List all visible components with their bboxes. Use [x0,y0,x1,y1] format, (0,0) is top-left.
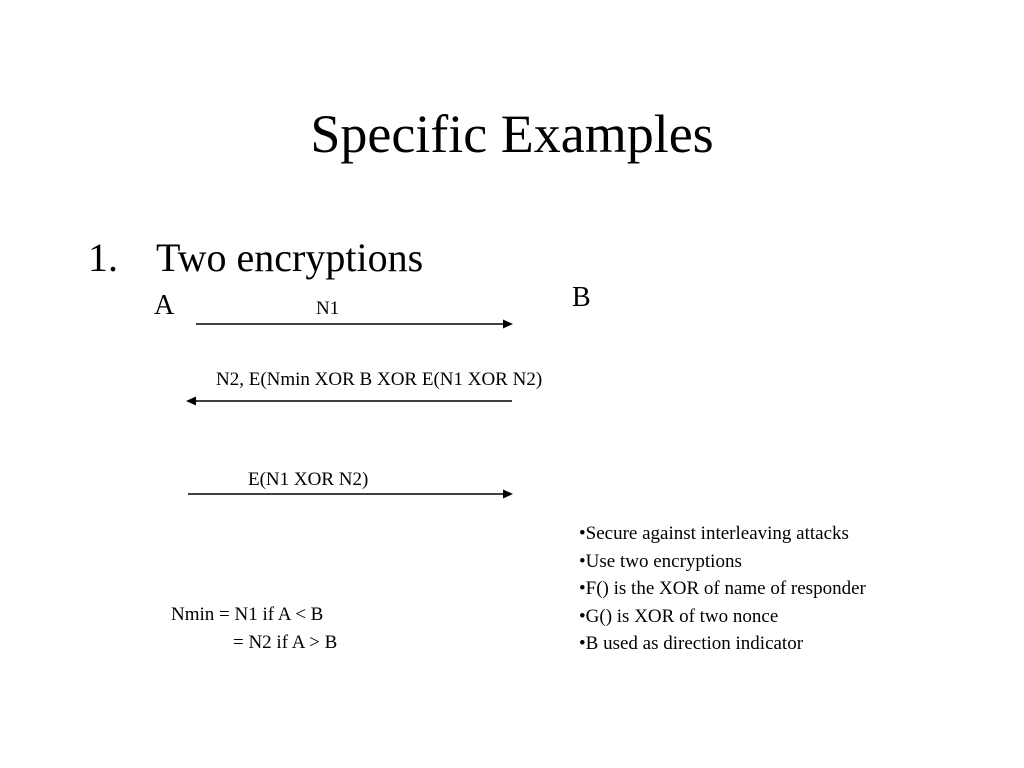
message-1-arrow [196,319,513,329]
note-item: •Use two encryptions [579,550,742,572]
nmin-definition-line-2: = N2 if A > B [233,632,338,653]
list-number: 1. [88,235,118,280]
message-1-label: N1 [316,298,340,319]
message-3-label: E(N1 XOR N2) [248,469,369,490]
nmin-definition-line-1: Nmin = N1 if A < B [171,604,324,625]
note-item: •Secure against interleaving attacks [579,523,849,544]
message-3-arrow [188,489,513,499]
note-item: •G() is XOR of two nonce [579,605,779,627]
note-item: •B used as direction indicator [579,633,804,654]
note-item: •F() is the XOR of name of responder [579,578,866,599]
message-2-label: N2, E(Nmin XOR B XOR E(N1 XOR N2) [216,369,543,390]
notes-list: •Secure against interleaving attacks •Us… [579,520,866,658]
message-2-arrow [186,396,512,406]
list-item-text: Two encryptions [156,235,424,280]
party-a-label: A [154,290,175,321]
party-b-label: B [572,282,591,313]
slide-title: Specific Examples [310,104,714,164]
